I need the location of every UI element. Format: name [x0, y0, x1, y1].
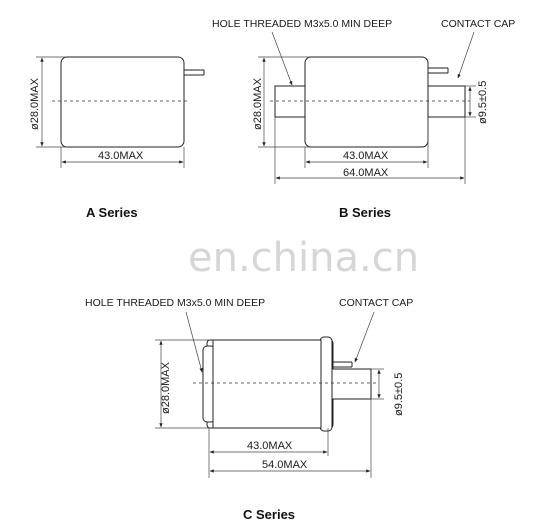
c-right-flange — [319, 336, 333, 432]
b-cap-dia-label: ø9.5±0.5 — [477, 81, 489, 124]
c-cap-dia-label: ø9.5±0.5 — [393, 373, 405, 416]
c-overall-label: 54.0MAX — [262, 459, 308, 471]
c-cap-label: CONTACT CAP — [339, 297, 413, 309]
a-length-label: 43.0MAX — [98, 150, 144, 162]
a-diameter-label: ø28.0MAX — [29, 77, 41, 130]
b-cap-label: CONTACT CAP — [441, 18, 515, 30]
b-threaded-stub — [274, 85, 308, 118]
c-contact-cap — [331, 368, 372, 400]
a-capacitor-body — [60, 56, 185, 148]
a-series-drawing: ø28.0MAX 43.0MAX A Series — [29, 56, 205, 220]
watermark: en.china.cn — [188, 235, 419, 281]
c-hole-leader — [185, 311, 203, 373]
b-series-caption: B Series — [339, 205, 391, 220]
c-capacitor-body — [212, 339, 322, 429]
b-length-label: 43.0MAX — [343, 150, 389, 162]
b-contact-cap — [427, 85, 466, 118]
b-cap-leader — [457, 31, 475, 79]
b-diameter-label: ø28.0MAX — [252, 77, 264, 130]
b-capacitor-body — [304, 56, 429, 148]
b-hole-leader — [271, 31, 293, 86]
c-cap-leader — [354, 311, 375, 363]
b-hole-label: HOLE THREADED M3x5.0 MIN DEEP — [212, 18, 392, 30]
c-hole-label: HOLE THREADED M3x5.0 MIN DEEP — [85, 297, 265, 309]
b-series-drawing: HOLE THREADED M3x5.0 MIN DEEP CONTACT CA… — [212, 18, 515, 220]
a-series-caption: A Series — [86, 205, 138, 220]
c-series-drawing: HOLE THREADED M3x5.0 MIN DEEP CONTACT CA… — [85, 297, 413, 522]
c-length-label: 43.0MAX — [247, 440, 293, 452]
c-diameter-label: ø28.0MAX — [160, 361, 172, 414]
b-overall-label: 64.0MAX — [343, 167, 389, 179]
c-series-caption: C Series — [243, 507, 295, 522]
